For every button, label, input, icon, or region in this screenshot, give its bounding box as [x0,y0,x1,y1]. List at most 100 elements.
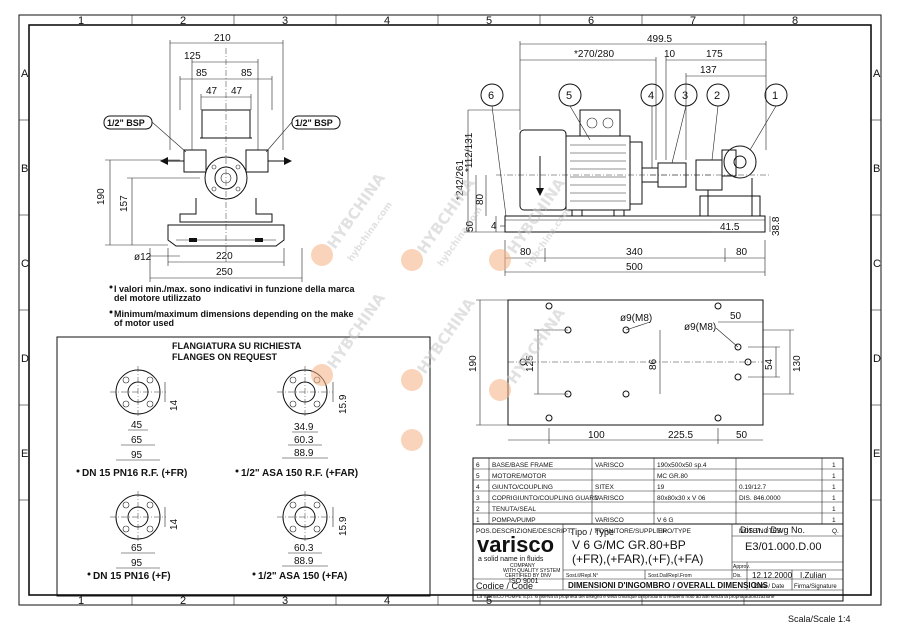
overall-dimensions-title: DIMENSIONI D'INGOMBRO / OVERALL DIMENSIO… [568,581,769,590]
bom-cell: SITEX [595,484,614,491]
dim-hole-9-left: ø9(M8) [620,313,652,324]
scale-label: Scala/Scale 1:4 [788,614,851,624]
dwg-no-label: Dis.n. / Dwg No. [740,525,805,535]
bom-cell: 1 [832,462,836,469]
sost-dal-label: Sost.Dal/Repl.From [648,573,692,579]
dim-hole-12: ø12 [134,252,152,263]
flange-label-fr: DN 15 PN16 R.F. (+FR) [82,468,187,479]
brand-logo: varisco [477,532,554,557]
bom-cell: 19 [657,484,665,491]
col-label-2-bottom: 2 [180,595,186,607]
flanges-title-en: FLANGES ON REQUEST [172,352,278,362]
dim-125: 125 [184,51,201,62]
svg-text:95: 95 [131,558,143,569]
bom-cell: COPRIGIUNTO/COUPLING GUARD [492,495,599,502]
dim-38-8: 38.8 [771,216,782,236]
bom-cell: DIS. 846.0000 [739,495,781,502]
dim-125-plan: 125 [525,355,536,372]
bom-header: TIPO/TYPE [657,528,692,535]
bom-cell: TENUTA/SEAL [492,506,536,513]
balloon-2: 2 [706,83,730,161]
bom-cell: 6 [476,462,480,469]
bom-header: FORNITORE/SUPPLIER [595,528,667,535]
watermark-logo [489,379,511,401]
row-label-b: B [21,163,28,175]
svg-text:60.3: 60.3 [294,435,314,446]
svg-text:3: 3 [682,90,688,102]
flange-asa150: 60.3 88.9 15.9 1/2" ASA 150 (+FA) [252,491,349,582]
flanges-panel: FLANGIATURA SU RICHIESTA FLANGES ON REQU… [56,336,431,597]
svg-text:1: 1 [772,90,778,102]
dwg-no: E3/01.000.D.00 [745,541,821,553]
dis-label: Dis. [733,573,742,579]
dim-80-left: 80 [520,247,532,258]
bom-cell: 3 [476,495,480,502]
base-plan-view: ø9(M8) ø9(M8) 50 190 125 86 54 130 100 2… [468,299,803,444]
col-label-7: 7 [690,15,696,27]
col-label-2: 2 [180,15,186,27]
brand-tagline: a solid name in fluids [478,556,544,563]
row-label-d-right: D [873,353,881,365]
bom-cell: MOTORE/MOTOR [492,473,547,480]
date-label: Data / Date [754,584,785,590]
svg-text:4: 4 [648,90,654,102]
dim-500: 500 [626,262,643,273]
notes: I valori min./max. sono indicativi in fu… [109,284,356,328]
dim-130: 130 [792,355,803,372]
row-label-a-right: A [873,68,881,80]
svg-text:2: 2 [714,90,720,102]
bom-cell: GIUNTO/COUPLING [492,484,553,491]
side-view: 499.5 *270/280 10 175 137 *112/131 *242/… [455,34,788,276]
tipo-label: Tipo / Type [570,527,614,537]
svg-text:34.9: 34.9 [294,422,314,433]
row-label-e-right: E [873,448,880,460]
svg-text:6: 6 [488,90,494,102]
col-label-1-bottom: 1 [78,595,84,607]
watermark-logo [311,244,333,266]
dim-100: 100 [588,430,605,441]
bom-header: Q. [832,528,839,535]
dim-137: 137 [700,65,717,76]
approv-label: Approv. [733,564,750,570]
dim-190-plan: 190 [468,355,479,372]
dim-80-right: 80 [736,247,748,258]
dim-85-left: 85 [196,68,208,79]
watermark-logo [489,249,511,271]
col-label-1: 1 [78,15,84,27]
dim-10: 10 [664,49,676,60]
svg-text:15.9: 15.9 [338,516,349,536]
bsp-right-label: 1/2" BSP [295,118,333,128]
tipo-line2: (+FR),(+FAR),(+F),(+FA) [572,552,703,566]
balloon-6: 6 [480,83,507,217]
dim-112-131: *112/131 [464,132,475,172]
bom-cell: 1 [832,517,836,524]
col-label-5: 5 [486,15,492,27]
dim-220: 220 [216,251,233,262]
svg-text:14: 14 [169,399,180,411]
dim-175: 175 [706,49,723,60]
cert-line-3: CERTIFIED BY DNV [505,573,552,579]
dim-157: 157 [119,195,130,212]
signature-label: Firma/Signature [794,584,837,590]
row-label-c: C [21,258,29,270]
dim-4: 4 [491,221,497,232]
flange-dn15-rf: 45 65 95 14 DN 15 PN16 R.F. (+FR) [76,366,187,479]
row-label-d: D [21,353,29,365]
dim-54: 54 [764,358,775,370]
drawing-signature: I.Zulian [800,571,826,580]
bom-cell: VARISCO [595,495,624,502]
sost-il-label: Sost.il/Repl.N° [566,573,598,579]
bom-cell: BASE/BASE FRAME [492,462,554,469]
bom-cell: POMPA/PUMP [492,517,536,524]
col-label-4-bottom: 4 [384,595,390,607]
dim-242-261: *242/261 [455,160,466,200]
col-label-3: 3 [282,15,288,27]
bom-table [472,457,844,525]
bom-header: DESCRIZIONE/DESCRIPT. [492,528,572,535]
title-block: varisco a solid name in fluids COMPANY W… [472,523,844,602]
bom-cell: 190x500x50 sp.4 [657,462,707,469]
dim-50-vertical: 50 [465,220,476,232]
watermark-logo [401,249,423,271]
